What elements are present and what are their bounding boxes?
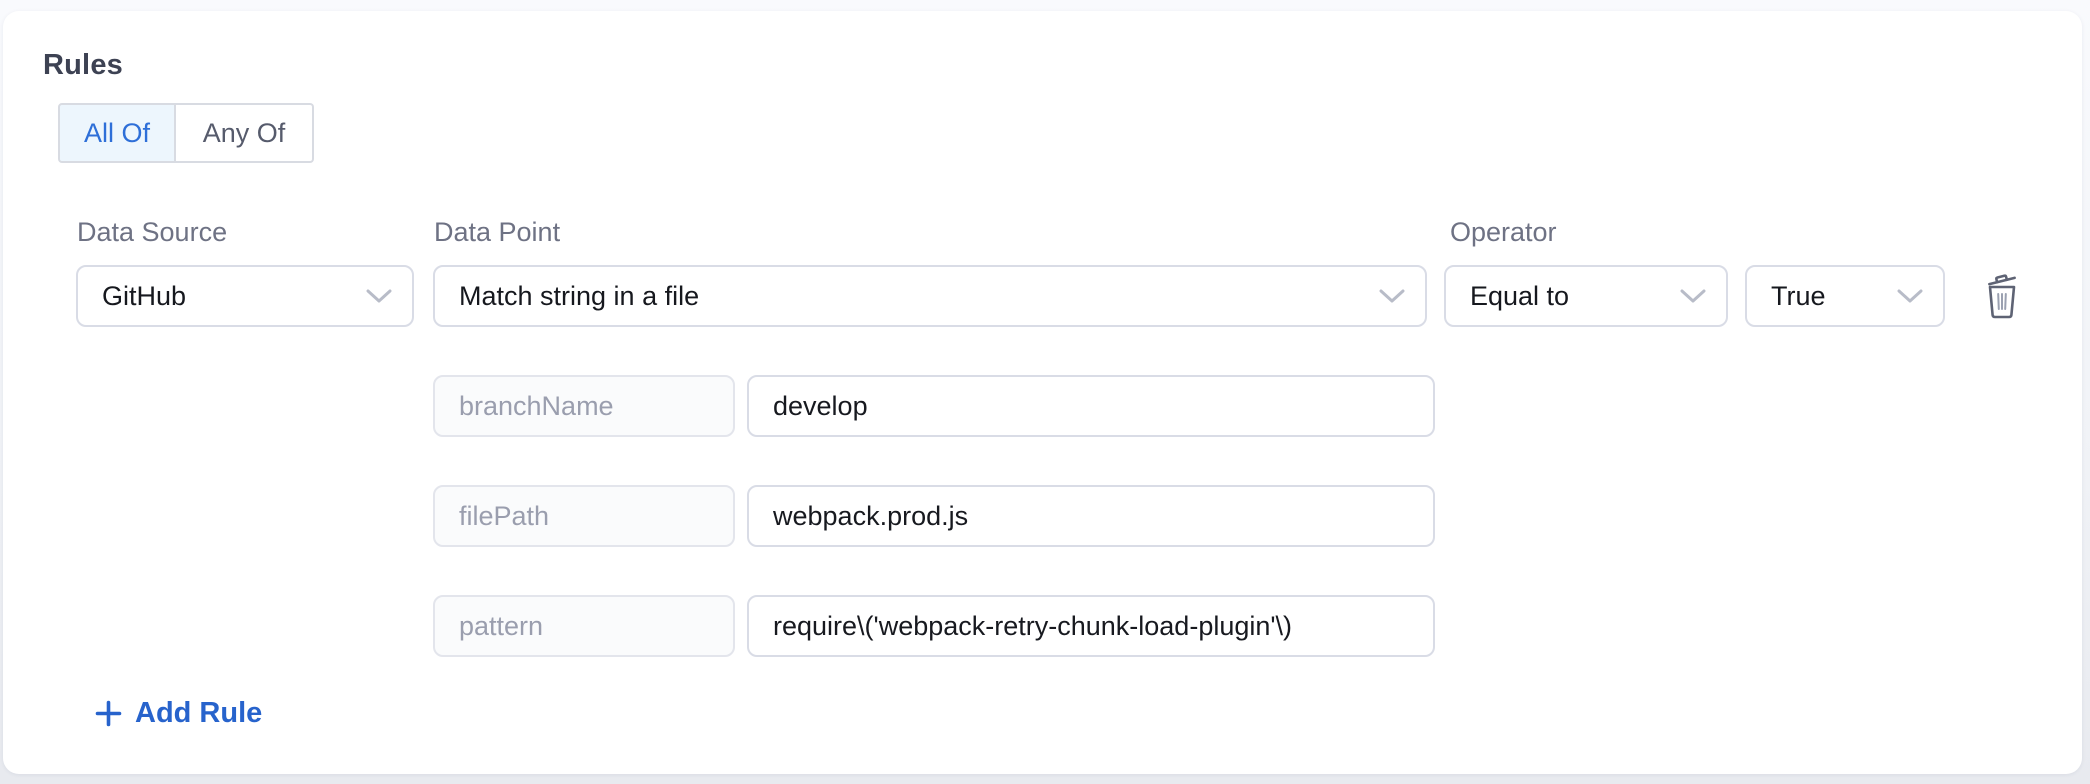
add-rule-label: Add Rule	[135, 697, 263, 729]
data-point-label: Data Point	[434, 217, 561, 247]
chevron-down-icon	[1379, 289, 1405, 303]
data-source-value: GitHub	[102, 280, 187, 311]
param-value-filepath-input[interactable]	[747, 485, 1435, 547]
trash-icon	[1988, 274, 2016, 319]
plus-icon	[95, 700, 122, 727]
add-rule-button[interactable]: Add Rule	[89, 693, 268, 734]
data-source-label: Data Source	[77, 217, 228, 247]
param-key-filepath-input[interactable]	[433, 485, 735, 547]
delete-rule-button[interactable]	[1979, 271, 2025, 323]
operator-label: Operator	[1450, 217, 1557, 247]
data-point-value: Match string in a file	[459, 280, 700, 311]
param-key-branchname-input[interactable]	[433, 375, 735, 437]
expected-value: True	[1771, 280, 1826, 311]
param-value-branchname-input[interactable]	[747, 375, 1435, 437]
data-source-select[interactable]: GitHub	[76, 265, 414, 327]
param-key-pattern-input[interactable]	[433, 595, 735, 657]
chevron-down-icon	[1680, 289, 1706, 303]
data-point-select[interactable]: Match string in a file	[433, 265, 1427, 327]
all-of-button[interactable]: All Of	[58, 103, 176, 163]
param-value-pattern-input[interactable]	[747, 595, 1435, 657]
rules-section-title: Rules	[43, 49, 123, 81]
operator-value: Equal to	[1470, 280, 1570, 311]
match-mode-toggle: All Of Any Of	[58, 103, 314, 163]
rules-card: Rules All Of Any Of Data Source Data Poi…	[3, 11, 2082, 774]
expected-value-select[interactable]: True	[1745, 265, 1945, 327]
chevron-down-icon	[1897, 289, 1923, 303]
operator-select[interactable]: Equal to	[1444, 265, 1728, 327]
chevron-down-icon	[366, 289, 392, 303]
any-of-button[interactable]: Any Of	[176, 103, 314, 163]
